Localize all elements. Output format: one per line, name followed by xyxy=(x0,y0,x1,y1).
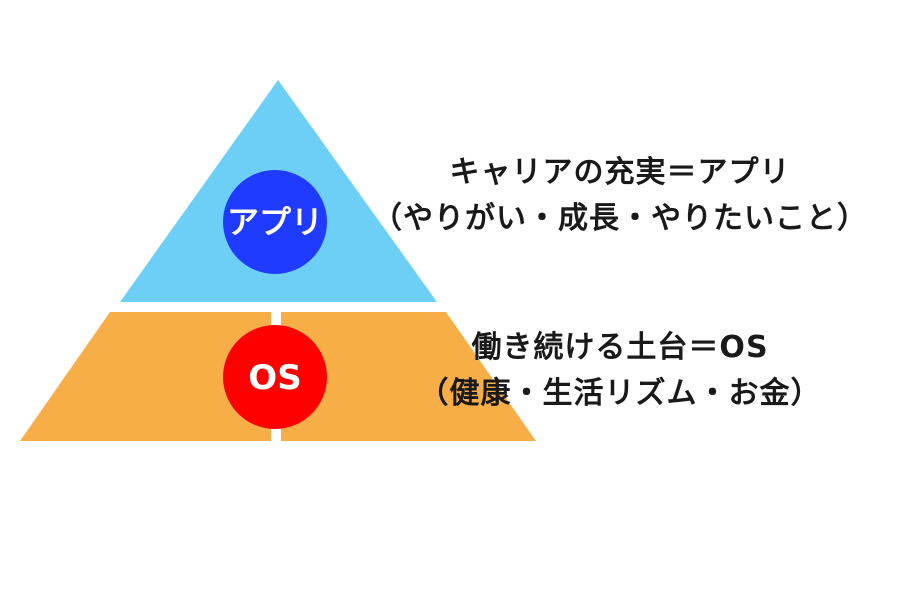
os-caption-title: 働き続ける土台＝OS xyxy=(471,330,769,365)
app-caption-title: キャリアの充実＝アプリ xyxy=(449,155,791,190)
os-caption-detail: （健康・生活リズム・お金） xyxy=(418,376,822,411)
os-circle-label: OS xyxy=(248,358,301,398)
os-circle xyxy=(223,325,327,429)
app-circle xyxy=(223,170,327,274)
os-layer-left-block xyxy=(20,312,271,441)
os-layer-right-block xyxy=(281,312,536,441)
app-circle-label: アプリ xyxy=(227,203,323,241)
app-caption-detail: （やりがい・成長・やりたいこと） xyxy=(372,201,868,236)
app-caption: キャリアの充実＝アプリ （やりがい・成長・やりたいこと） xyxy=(360,150,880,242)
os-caption: 働き続ける土台＝OS （健康・生活リズム・お金） xyxy=(360,325,880,417)
